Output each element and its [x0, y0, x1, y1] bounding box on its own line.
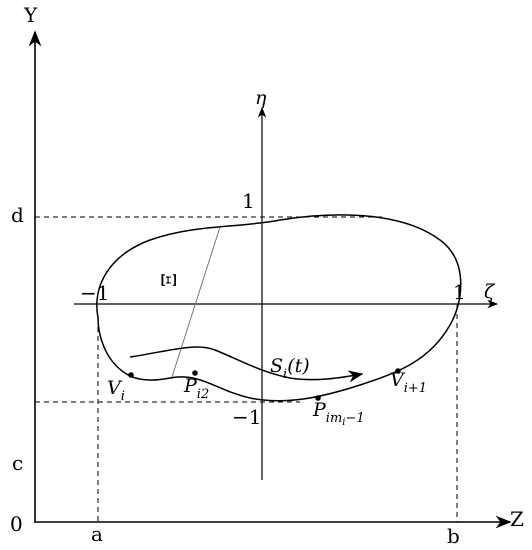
tick-d-label: d	[11, 203, 24, 227]
point-v-i1	[395, 368, 401, 374]
label-v-i1: Vi+1	[390, 369, 427, 396]
z-axis-label: Z	[510, 507, 524, 531]
curve-s-i	[129, 346, 364, 383]
neg-one-left-label: −1	[80, 281, 109, 305]
neg-one-bottom-label: −1	[232, 405, 261, 429]
point-p-imi	[315, 395, 321, 401]
tick-b-label: b	[447, 524, 460, 548]
tick-c-label: c	[12, 451, 23, 475]
xi-label: Ξ	[157, 273, 181, 287]
point-p-i2	[192, 370, 198, 376]
point-v-i	[128, 372, 134, 378]
one-top-label: 1	[242, 189, 255, 213]
one-right-label: 1	[453, 280, 466, 304]
label-s-i-t: Si(t)	[270, 355, 310, 382]
region-boundary	[96, 214, 462, 402]
origin-label: 0	[10, 512, 23, 536]
zeta-label: ζ	[484, 281, 496, 303]
label-p-imi: Pimi−1	[312, 399, 365, 428]
xi-line	[171, 226, 221, 378]
dashed-guides	[35, 216, 458, 522]
tick-a-label: a	[91, 522, 103, 546]
y-axis-label: Y	[23, 3, 38, 27]
label-p-i2: Pi2	[183, 375, 209, 402]
eta-label: η	[255, 87, 267, 109]
label-v-i: Vi	[107, 377, 125, 404]
